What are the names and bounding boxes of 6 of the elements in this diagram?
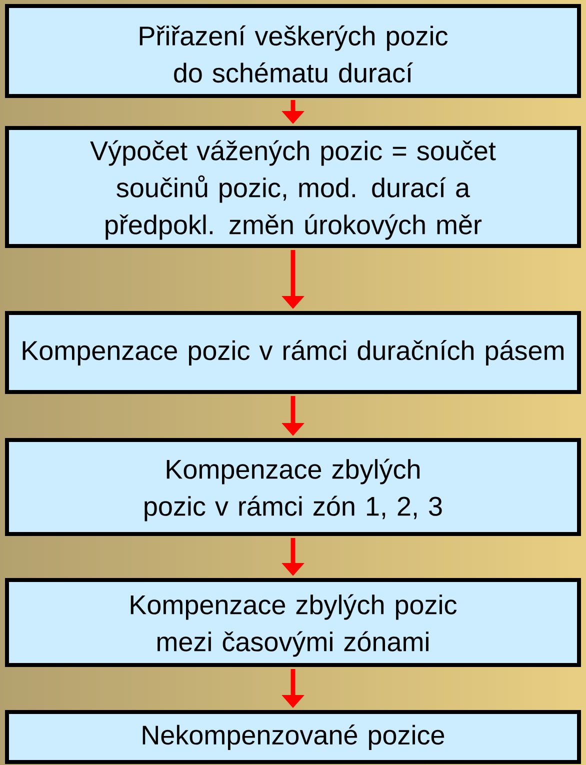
process-box: Nekompenzované pozice — [5, 710, 581, 764]
process-box: Kompenzace zbylých pozic mezi časovými zónami — [5, 578, 581, 667]
process-box: Přiřazení veškerých pozic do schématu durací — [5, 4, 581, 98]
process-box: Výpočet vážených pozic = součet součinů pozic, mod. durací a předpokl. změn úrokových měr — [5, 126, 581, 248]
process-box: Kompenzace zbylých pozic v rámci zón 1, 2, 3 — [5, 438, 581, 536]
process-box: Kompenzace pozic v rámci duračních pásem — [5, 311, 581, 394]
